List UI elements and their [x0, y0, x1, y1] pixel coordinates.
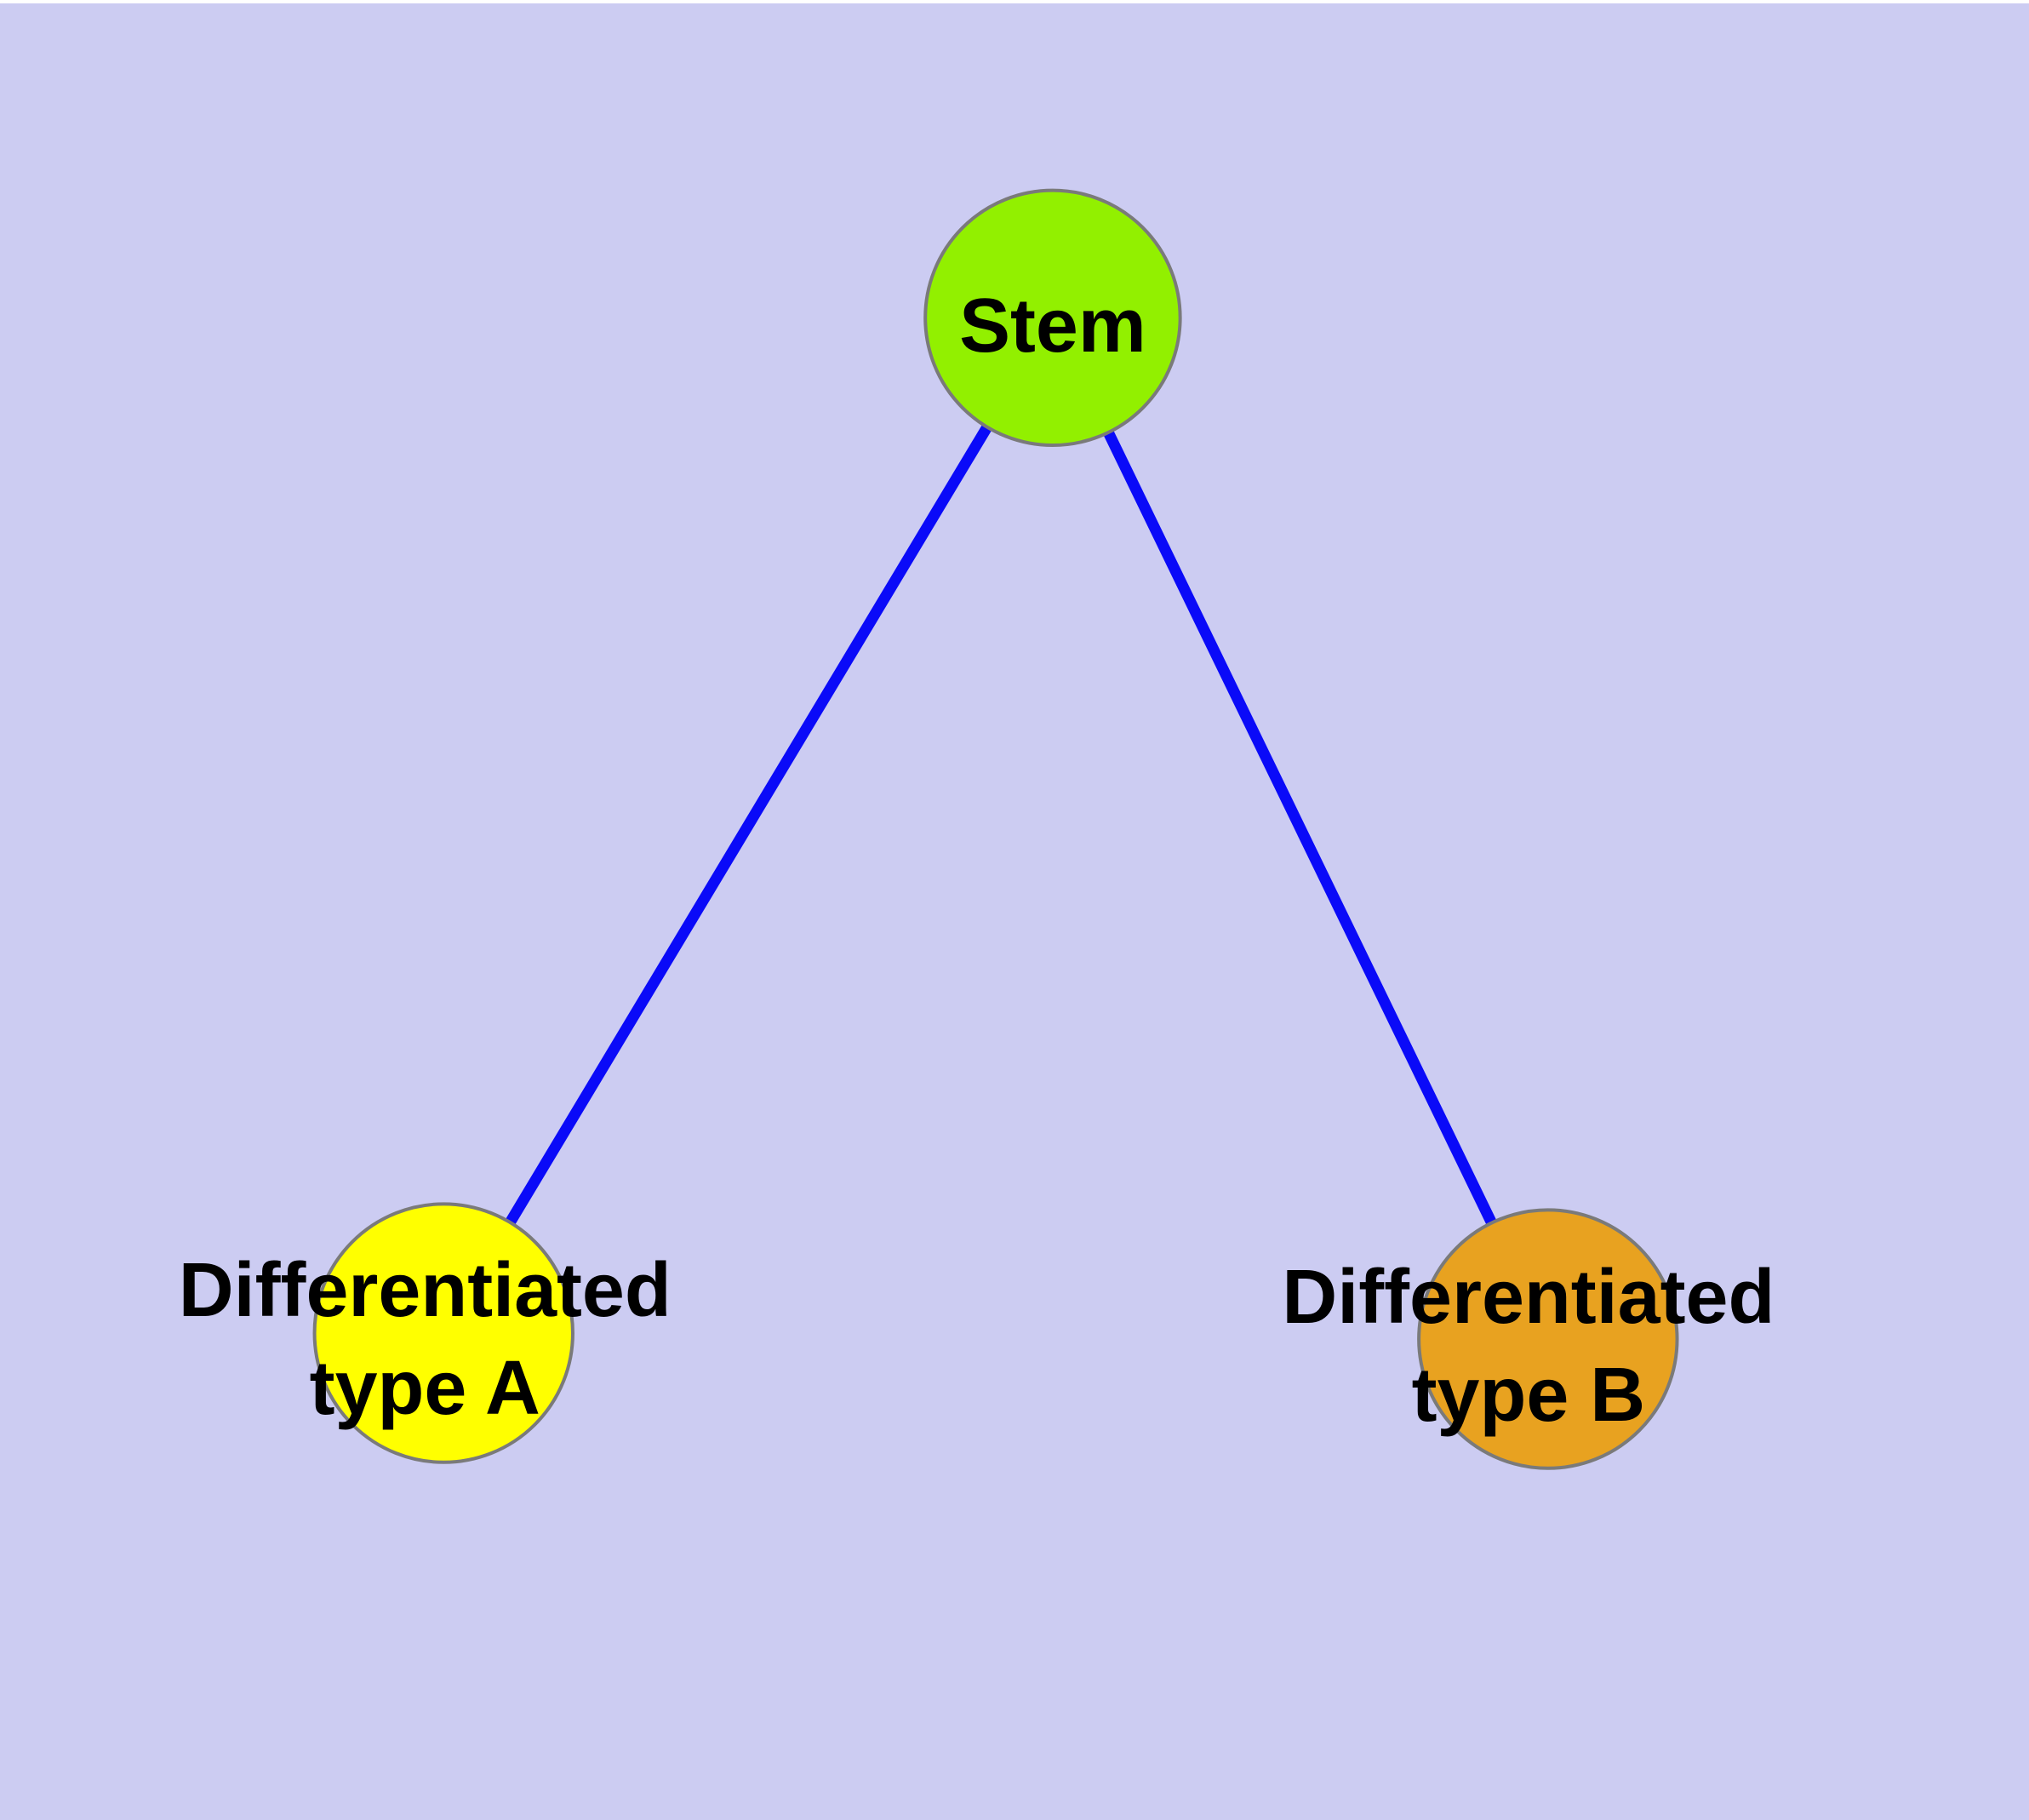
node-typeA-label: Differentiated type A: [179, 1248, 672, 1431]
edge-stem-typeA: [438, 314, 1058, 1336]
node-typeB-label: Differentiated type B: [1282, 1255, 1775, 1438]
node-stem-circle: [923, 188, 1182, 448]
node-typeA-label-line-1: type A: [310, 1346, 540, 1431]
node-typeA-label-line-0: Differentiated: [179, 1248, 672, 1333]
node-typeB-label-line-1: type B: [1412, 1353, 1646, 1438]
node-typeA-circle: [312, 1202, 574, 1464]
node-typeB-circle: [1417, 1208, 1679, 1470]
node-stem-label: Stem: [959, 283, 1146, 369]
edges-layer: [438, 314, 1553, 1342]
node-stem-label-line-0: Stem: [959, 283, 1146, 369]
edge-stem-typeB: [1048, 315, 1553, 1342]
nodes-layer: [312, 188, 1679, 1470]
node-typeB-label-line-0: Differentiated: [1282, 1255, 1775, 1340]
